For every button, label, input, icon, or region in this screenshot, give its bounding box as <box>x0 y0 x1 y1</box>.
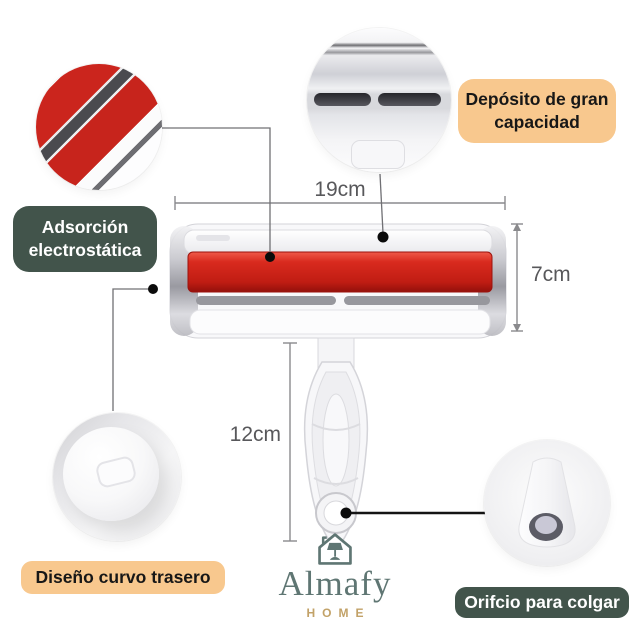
closeup-hanging-hole-photo <box>484 440 610 566</box>
handle-dimension-label: 12cm <box>230 423 281 446</box>
height-dimension-label: 7cm <box>531 263 571 286</box>
width-dimension-label: 19cm <box>314 178 365 201</box>
deposit-latch <box>351 140 405 169</box>
red-velvet-roller <box>187 251 493 293</box>
product-roller-body <box>169 223 507 339</box>
dimension-arrows <box>513 223 521 332</box>
closeup-curved-back-photo <box>53 413 181 541</box>
leader-lines <box>112 127 486 515</box>
label-electrostatic: Adsorción electrostática <box>13 206 157 273</box>
deposit-slot <box>378 93 441 106</box>
brand-logo: Almafy HOME <box>245 532 425 620</box>
brand-tagline: HOME <box>306 605 371 620</box>
label-curved-back: Diseño curvo trasero <box>21 561 225 595</box>
label-deposit: Depósito de gran capacidad <box>458 79 616 144</box>
label-hanging-hole: Orifcio para colgar <box>455 587 629 619</box>
product-handle <box>303 337 369 552</box>
handle-tip-graphic <box>518 457 576 548</box>
house-lamp-icon <box>318 533 352 565</box>
leader-dots <box>148 231 389 519</box>
deposit-slot <box>314 93 371 106</box>
top-bar <box>183 229 493 255</box>
closeup-roller-velvet-photo <box>36 64 162 190</box>
closeup-deposit-photo <box>307 28 451 172</box>
brand-name: Almafy <box>278 564 392 603</box>
